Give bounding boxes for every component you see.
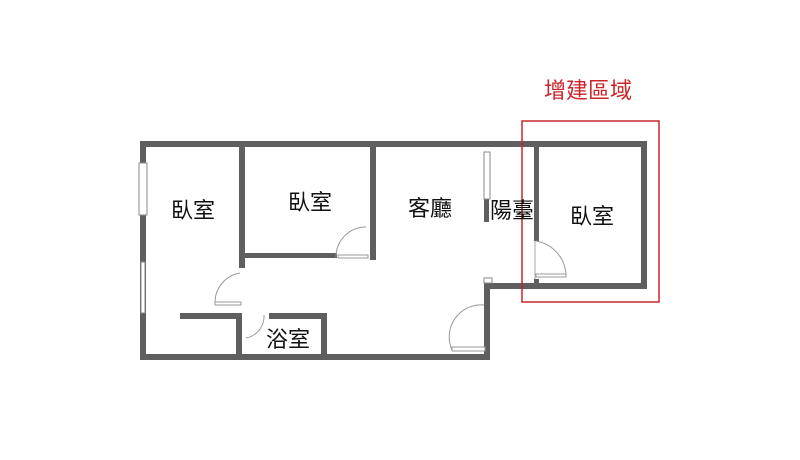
bathroom-left-wall xyxy=(236,313,242,360)
balcony-window xyxy=(483,151,491,200)
walls xyxy=(140,141,647,360)
top-wall xyxy=(140,141,647,147)
bathroom-top-right-wall xyxy=(269,313,327,319)
annex-area-label: 增建區域 xyxy=(544,79,632,104)
room-label-bedroom-1: 臥室 xyxy=(171,199,215,224)
doors xyxy=(214,226,567,352)
bottom-wall xyxy=(140,354,490,360)
bathroom-top-left-wall xyxy=(180,313,242,319)
bedroom2-right-wall xyxy=(370,147,376,260)
door-arc xyxy=(535,240,567,277)
bedroom2-bottom-wall xyxy=(245,253,337,258)
room-label-living-room: 客廳 xyxy=(408,197,452,222)
door-leaf xyxy=(535,273,567,278)
bathroom-right-wall xyxy=(321,313,327,360)
room-label-bedroom-2: 臥室 xyxy=(288,191,332,216)
entry-right-wall xyxy=(484,283,490,360)
room-label-bedroom-annex: 臥室 xyxy=(570,205,614,230)
left-wall xyxy=(140,141,146,360)
door-arc xyxy=(245,314,265,339)
annex-left-wall-stub xyxy=(534,279,539,287)
door-arc xyxy=(335,226,367,258)
annex-area-box xyxy=(521,120,660,303)
room-label-balcony: 陽臺 xyxy=(490,199,534,224)
annex-bottom-wall xyxy=(484,283,647,289)
balcony-wall-stub xyxy=(484,199,489,222)
door-leaf xyxy=(337,254,369,259)
room-label-bathroom: 浴室 xyxy=(266,328,310,353)
door-arc xyxy=(448,304,485,351)
door-leaf xyxy=(451,346,486,352)
left-window-bottom xyxy=(140,261,146,314)
annex-right-wall xyxy=(641,141,647,289)
door-leaf xyxy=(214,301,242,306)
left-window-top xyxy=(138,162,148,216)
door-arc xyxy=(214,272,241,304)
entry-jamb xyxy=(483,277,493,284)
bedroom-divider-wall xyxy=(239,147,245,268)
annex-left-wall xyxy=(534,147,539,241)
windows xyxy=(138,151,493,314)
